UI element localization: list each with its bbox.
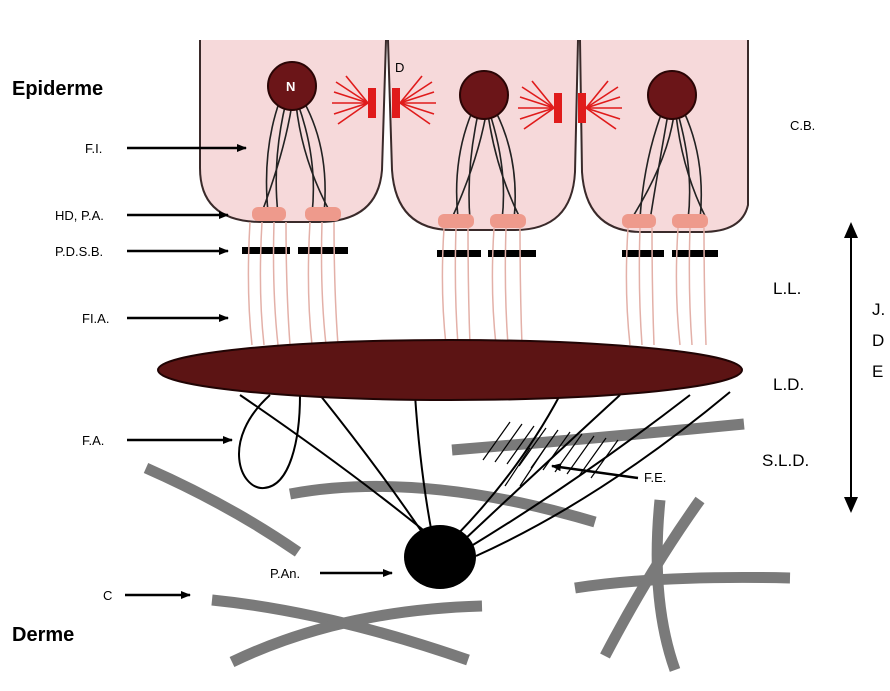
junction-extent-arrow [844, 222, 858, 513]
label-desmosome: D [395, 60, 404, 75]
label-fa: F.A. [82, 433, 104, 448]
anchoring-filaments [248, 222, 706, 345]
label-c: C [103, 588, 112, 603]
elastic-fibers [483, 422, 618, 486]
label-nucleus: N [286, 79, 295, 94]
label-pdsb: P.D.S.B. [55, 244, 103, 259]
label-cb: C.B. [790, 118, 815, 133]
sub-basal-dense-plates [242, 247, 718, 257]
label-derme: Derme [12, 624, 74, 646]
label-pan: P.An. [270, 566, 300, 581]
label-jde-1: J. [872, 300, 885, 319]
label-fia: FI.A. [82, 311, 109, 326]
label-ll: L.L. [773, 279, 801, 298]
nucleus-3 [648, 71, 696, 119]
basal-cell-2 [388, 40, 578, 230]
label-epiderme: Epiderme [12, 78, 103, 100]
lamina-densa [158, 340, 742, 400]
nucleus-2 [460, 71, 508, 119]
label-ld: L.D. [773, 375, 804, 394]
anchoring-plaque [404, 525, 476, 589]
label-jde-2: D [872, 331, 884, 350]
label-fe: F.E. [644, 470, 666, 485]
label-hd-pa: HD, P.A. [55, 208, 104, 223]
label-sld: S.L.D. [762, 451, 809, 470]
label-fi: F.I. [85, 141, 102, 156]
label-jde-3: E [872, 362, 883, 381]
